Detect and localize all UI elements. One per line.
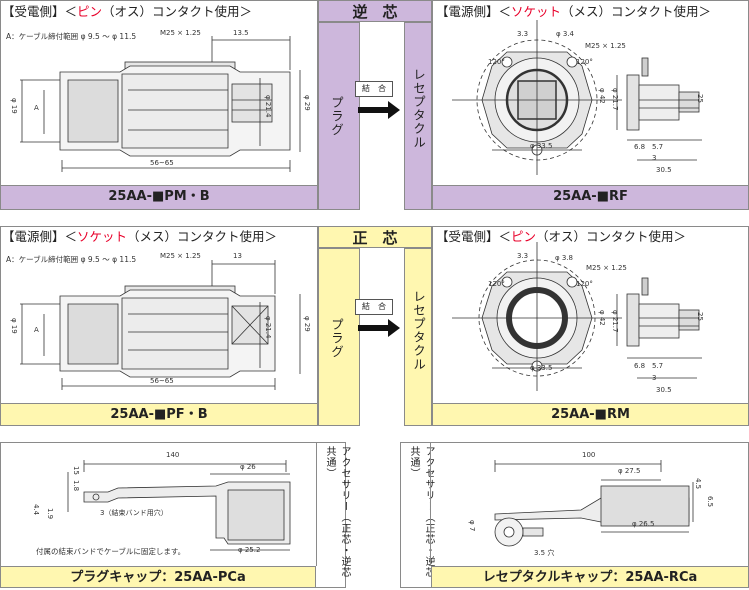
top-plug-drawing	[20, 36, 301, 172]
receptacle-cap-model: レセプタクルキャップ：25AA-RCa	[431, 566, 749, 588]
acc-right-divider	[430, 442, 431, 566]
pc-dim-phi26: φ 26	[240, 463, 256, 471]
top-receptacle-drawing	[452, 20, 702, 175]
top-dim-m25: M25 × 1.25	[160, 29, 201, 37]
top-right-model: 25AA-■RF	[432, 185, 749, 210]
mid-arrow-icon	[358, 319, 400, 337]
top-r-dim-33: 3.3	[517, 30, 529, 38]
top-left-header: 【受電側】＜ピン（オス）コンタクト使用＞	[2, 4, 253, 19]
mid-right-model: 25AA-■RM	[432, 403, 749, 426]
mid-dim-m25: M25 × 1.25	[160, 252, 201, 260]
mid-combine-box: 結 合	[355, 299, 393, 315]
pc-dim-140: 140	[166, 451, 180, 459]
mid-r-dim-m25: M25 × 1.25	[586, 264, 627, 272]
pc-dim-phi252: φ 25.2	[238, 546, 261, 554]
top-dim-phi214: φ 21.4	[264, 95, 272, 118]
top-receptacle-tab	[404, 22, 432, 210]
top-r-dim-m25: M25 × 1.25	[585, 42, 626, 50]
top-r-dim-120b: 120°	[576, 58, 593, 66]
mid-plug-drawing	[20, 260, 301, 390]
pc-dim-18: 1.8	[72, 480, 80, 492]
mid-r-dim-phi42: φ 42	[598, 310, 606, 326]
mid-dim-5665: 56~65	[150, 377, 174, 385]
mid-r-dim-305: 30.5	[656, 386, 672, 394]
mid-plug-label: プラグ	[329, 318, 344, 359]
top-r-dim-57: 5.7	[652, 143, 664, 151]
rc-dim-35: 3.5 穴	[534, 549, 555, 557]
mid-dim-phi214: φ 21.4	[264, 316, 272, 339]
mid-left-header: 【電源側】＜ソケット（メス）コンタクト使用＞	[2, 229, 278, 244]
top-receptacle-label: レセプタクル	[411, 68, 426, 149]
top-r-dim-phi42: φ 42	[598, 88, 606, 104]
top-r-dim-phi217: φ 21.7	[611, 88, 619, 111]
top-dim-phi19: φ 19	[10, 98, 18, 114]
rc-dim-phi7: φ 7	[468, 520, 476, 532]
top-r-dim-68: 6.8	[634, 143, 646, 151]
mid-cable-note: A：ケーブル締付範囲 φ 9.5 ～ φ 11.5	[6, 255, 137, 264]
rc-dim-phi265: φ 26.5	[632, 520, 655, 528]
mid-r-dim-120a: 120°	[488, 280, 505, 288]
acc-right-label: アクセサリー（正芯・逆芯 共通）	[408, 446, 434, 578]
top-r-dim-3: 3	[652, 154, 657, 162]
mid-r-dim-38: φ 3.8	[555, 254, 573, 262]
mid-receptacle-drawing	[452, 242, 702, 391]
mid-r-dim-33: 3.3	[517, 252, 529, 260]
top-r-dim-34: φ 3.4	[556, 30, 574, 38]
pc-note: 付属の結束バンドでケーブルに固定します。	[36, 547, 186, 556]
mid-r-dim-3: 3	[652, 374, 657, 382]
pc-dim-44: 4.4	[32, 504, 40, 516]
rc-dim-phi275: φ 27.5	[618, 467, 641, 475]
mid-dim-phi19: φ 19	[10, 318, 18, 334]
acc-left-label: アクセサリー（正芯・逆芯 共通）	[324, 446, 350, 578]
reverse-core-band: 逆 芯	[318, 0, 432, 22]
mid-left-model: 25AA-■PF・B	[0, 403, 318, 426]
top-r-dim-phi335: φ 33.5	[530, 142, 553, 150]
top-dim-phi29: φ 29	[303, 95, 311, 111]
mid-r-dim-68: 6.8	[634, 362, 646, 370]
top-right-header: 【電源側】＜ソケット（メス）コンタクト使用＞	[436, 4, 712, 19]
top-plug-label: プラグ	[329, 96, 344, 137]
mid-r-dim-120b: 120°	[576, 280, 593, 288]
top-dim-a: A	[34, 104, 39, 112]
mid-receptacle-tab	[404, 248, 432, 426]
acc-left-divider	[316, 442, 317, 566]
rc-dim-65: 6.5	[706, 496, 714, 508]
pc-dim-3: 3（結束バンド用穴）	[100, 509, 168, 517]
top-r-dim-25: 25	[696, 94, 704, 103]
mid-right-header: 【受電側】＜ピン（オス）コンタクト使用＞	[436, 229, 687, 244]
top-cable-note: A：ケーブル締付範囲 φ 9.5 ～ φ 11.5	[6, 32, 137, 41]
top-r-dim-120a: 120°	[488, 58, 505, 66]
receptacle-cap-drawing	[494, 460, 694, 547]
rc-dim-100: 100	[582, 451, 596, 459]
rc-dim-45: 4.5	[694, 478, 702, 490]
mid-dim-13: 13	[233, 252, 242, 260]
mid-plug-tab	[318, 248, 360, 426]
plug-cap-drawing	[67, 460, 291, 551]
pc-dim-19: 1.9	[46, 508, 54, 520]
mid-r-dim-57: 5.7	[652, 362, 664, 370]
plug-cap-model: プラグキャップ：25AA-PCa	[0, 566, 316, 588]
top-dim-5665: 56~65	[150, 159, 174, 167]
mid-r-dim-25: 25	[696, 312, 704, 321]
top-dim-135: 13.5	[233, 29, 249, 37]
pc-dim-15: 15	[72, 466, 80, 475]
top-arrow-icon	[358, 101, 400, 119]
mid-dim-a: A	[34, 326, 39, 334]
normal-core-band: 正 芯	[318, 226, 432, 248]
mid-r-dim-phi335: φ 33.5	[530, 364, 553, 372]
mid-receptacle-label: レセプタクル	[411, 290, 426, 371]
top-r-dim-305: 30.5	[656, 166, 672, 174]
top-combine-box: 結 合	[355, 81, 393, 97]
top-plug-tab	[318, 22, 360, 210]
top-left-model: 25AA-■PM・B	[0, 185, 318, 210]
mid-r-dim-phi217: φ 21.7	[611, 310, 619, 333]
mid-dim-phi29: φ 29	[303, 316, 311, 332]
